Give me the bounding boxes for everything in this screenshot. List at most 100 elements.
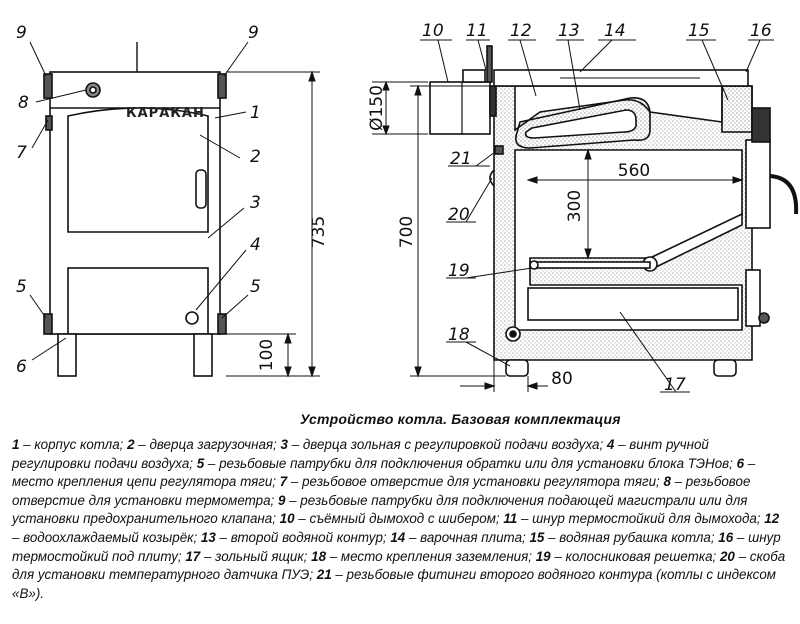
legend-item-number: 16: [718, 529, 734, 545]
legend-item-text: – водяная рубашка котла;: [544, 529, 719, 545]
legend-item: 2 – дверца загрузочная;: [127, 437, 280, 452]
front-dimension-lines: [212, 70, 320, 378]
legend-item-number: 13: [200, 529, 216, 545]
callout-7: 7: [16, 143, 27, 163]
legend-item: 20 – скоба для установки температурного …: [12, 549, 785, 583]
legend-item-number: 9: [277, 492, 286, 508]
legend-item-text: – резьбовое отверстие для установки регу…: [287, 474, 664, 490]
dimension-300: 300: [565, 190, 585, 222]
legend-item: 5 – резьбовые патрубки для подключения о…: [197, 456, 737, 471]
legend-item-text: – резьбовые фитинги второго водяного кон…: [12, 567, 776, 601]
callout-9-left: 9: [16, 23, 27, 43]
callout-6: 6: [16, 357, 27, 377]
legend-item: 13 – второй водяной контур;: [201, 530, 390, 545]
legend-item: 11 – шнур термостойкий для дымохода;: [503, 511, 764, 526]
figure-caption: Устройство котла. Базовая комплектация: [300, 411, 621, 427]
legend-item-number: 8: [663, 474, 671, 490]
legend-item-text: – скоба для установки температурного дат…: [12, 548, 786, 583]
legend-item-number: 19: [535, 548, 551, 564]
front-view: [43, 42, 227, 377]
callout-5-right: 5: [250, 277, 261, 297]
legend-item-text: – резьбовое отверстие для установки терм…: [12, 474, 751, 508]
legend-item-text: – съёмный дымоход с шибером;: [294, 511, 504, 527]
legend-item-number: 1: [12, 437, 20, 452]
legend-item: 12 – водоохлаждаемый козырёк;: [12, 511, 779, 545]
legend-item-number: 17: [185, 548, 201, 564]
legend-item-text: – водоохлаждаемый козырёк;: [12, 529, 201, 545]
legend-item: 19 – колосниковая решетка;: [536, 549, 720, 564]
legend-item-number: 18: [311, 548, 327, 564]
dimension-735: 735: [309, 216, 329, 248]
legend-item: 4 – винт ручной регулировки подачи возду…: [12, 437, 709, 471]
legend-item-number: 14: [390, 529, 406, 545]
legend-item-number: 5: [196, 455, 205, 471]
parts-legend: 1 – корпус котла; 2 – дверца загрузочная…: [12, 436, 790, 603]
callout-18: 18: [448, 325, 470, 345]
legend-item: 14 – варочная плита;: [390, 530, 529, 545]
boiler-technical-drawing: КАРАКАН 735 100 9 9 8 1 7 2 3 4 5: [16, 21, 799, 395]
section-view: [429, 45, 799, 377]
brand-plate: КАРАКАН: [126, 106, 205, 121]
callout-19: 19: [448, 261, 470, 281]
callout-8: 8: [18, 93, 29, 113]
dimension-diameter-150: Ø150: [367, 85, 387, 131]
legend-item: 9 – резьбовые патрубки для подключения п…: [12, 493, 747, 527]
dimension-700: 700: [397, 216, 417, 248]
legend-item-number: 20: [719, 548, 735, 564]
legend-item: 6 – место крепления цепи регулятора тяги…: [12, 456, 755, 490]
callout-16: 16: [750, 21, 772, 41]
legend-item-number: 2: [127, 437, 135, 452]
callout-3: 3: [250, 193, 261, 213]
legend-item-number: 7: [279, 474, 288, 490]
legend-item-text: – второй водяной контур;: [215, 529, 391, 545]
section-callouts: 10 11 12 13 14 15 16 21 20 19 18 17: [422, 21, 772, 395]
legend-item: 10 – съёмный дымоход с шибером;: [280, 511, 504, 526]
callout-17: 17: [664, 375, 686, 395]
legend-item-text: – дверца зольная с регулировкой подачи в…: [287, 437, 607, 452]
section-dimension-lines: [372, 80, 744, 392]
legend-item-text: – резьбовые патрубки для подключения под…: [12, 492, 748, 527]
callout-13: 13: [558, 21, 580, 41]
legend-item: 16 – шнур термостойкий под плиту;: [12, 530, 781, 564]
callout-12: 12: [510, 21, 532, 41]
legend-item-text: – колосниковая решетка;: [550, 548, 720, 564]
legend-item-number: 11: [503, 511, 518, 527]
callout-20: 20: [448, 205, 470, 225]
legend-item-text: – зольный ящик;: [200, 548, 312, 564]
legend-item-text: – дверца загрузочная;: [134, 437, 281, 452]
callout-4: 4: [250, 235, 261, 255]
legend-item-text: – винт ручной регулировки подачи воздуха…: [12, 437, 709, 471]
legend-item: 17 – зольный ящик;: [185, 549, 311, 564]
legend-item: 15 – водяная рубашка котла;: [529, 530, 718, 545]
legend-item-number: 21: [316, 567, 332, 583]
legend-item-text: – варочная плита;: [405, 529, 530, 545]
legend-item: 7 – резьбовое отверстие для установки ре…: [280, 474, 664, 489]
legend-item-number: 10: [279, 511, 295, 527]
callout-9-right: 9: [248, 23, 259, 43]
legend-item-number: 3: [280, 437, 288, 452]
callout-14: 14: [604, 21, 626, 41]
callout-11: 11: [466, 21, 488, 41]
callout-10: 10: [422, 21, 444, 41]
legend-item: 1 – корпус котла;: [12, 437, 127, 452]
callout-5-left: 5: [16, 277, 27, 297]
callout-21: 21: [450, 149, 472, 169]
legend-item-text: – резьбовые патрубки для подключения обр…: [204, 455, 737, 471]
legend-item-number: 15: [529, 529, 545, 545]
callout-15: 15: [688, 21, 710, 41]
legend-item: 3 – дверца зольная с регулировкой подачи…: [281, 437, 607, 452]
front-callouts: 9 9 8 1 7 2 3 4 5 5 6: [16, 23, 261, 377]
dimension-80: 80: [551, 369, 573, 389]
legend-item: 18 – место крепления заземления;: [311, 549, 536, 564]
legend-item-number: 4: [606, 437, 615, 452]
legend-item: 21 – резьбовые фитинги второго водяного …: [12, 567, 776, 601]
legend-item-text: – шнур термостойкий под плиту;: [12, 529, 781, 564]
dimension-560: 560: [618, 161, 650, 181]
callout-1: 1: [250, 103, 261, 123]
legend-item-text: – место крепления цепи регулятора тяги;: [12, 455, 756, 490]
legend-item-number: 12: [764, 511, 780, 527]
legend-item-text: – место крепления заземления;: [326, 548, 536, 564]
callout-2: 2: [250, 147, 261, 167]
legend-item-number: 6: [736, 455, 745, 471]
section-leader-lines: [420, 39, 774, 393]
